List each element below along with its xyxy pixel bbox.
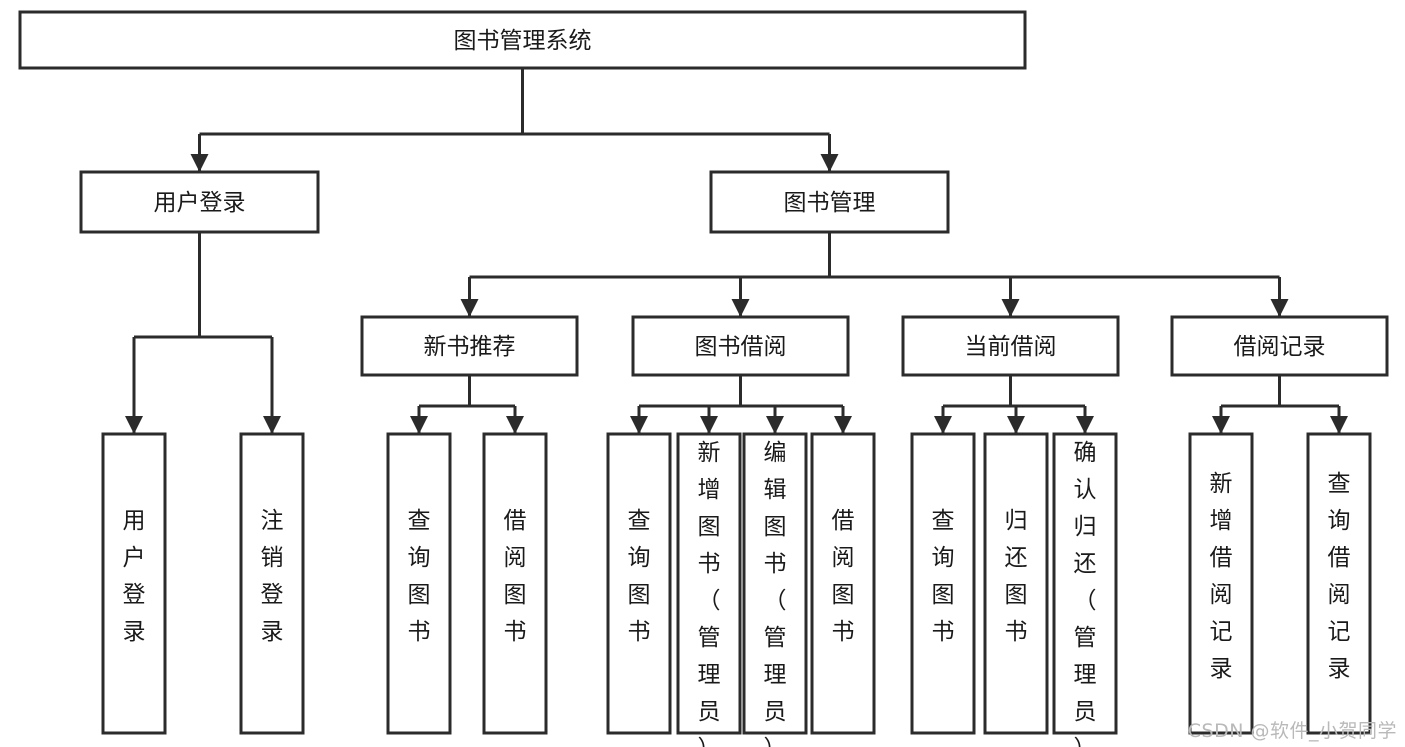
node-leaf-add-book-admin[interactable]: 新增图书（管理员） — [676, 432, 742, 747]
node-box — [901, 315, 1120, 377]
arrow-head — [934, 416, 952, 434]
node-label: 确认归还（管理员） — [1074, 440, 1097, 747]
node-box — [1170, 315, 1389, 377]
node-label: 查询借阅记录 — [1328, 471, 1351, 682]
arrow-head — [1007, 416, 1025, 434]
arrow-head — [1076, 416, 1094, 434]
node-box — [79, 170, 320, 234]
node-label: 归还图书 — [1005, 508, 1028, 645]
node-current-borrow[interactable]: 当前借阅 — [901, 315, 1120, 377]
node-root[interactable]: 图书管理系统 — [18, 10, 1027, 70]
node-leaf-borrow-book-1[interactable]: 借阅图书 — [482, 432, 548, 735]
node-leaf-query-borrow-record[interactable]: 查询借阅记录 — [1306, 432, 1372, 735]
node-label: 借阅记录 — [1234, 334, 1326, 360]
node-box — [1188, 432, 1254, 735]
arrow-head — [1001, 299, 1020, 317]
node-label: 查询图书 — [628, 508, 651, 645]
watermark-label: CSDN @软件_小贺同学 — [1187, 720, 1397, 742]
node-box — [810, 432, 876, 735]
edge-edge-root-level2 — [190, 68, 839, 172]
edge-edge-borrowrecord-leaves — [1212, 375, 1348, 434]
arrow-head — [630, 416, 648, 434]
node-label: 用户登录 — [154, 190, 246, 216]
node-leaf-user-logout[interactable]: 注销登录 — [239, 432, 305, 735]
node-new-book-recommend[interactable]: 新书推荐 — [360, 315, 579, 377]
node-book-borrow[interactable]: 图书借阅 — [631, 315, 850, 377]
arrow-head — [410, 416, 428, 434]
node-box — [360, 315, 579, 377]
node-book-manage[interactable]: 图书管理 — [709, 170, 950, 234]
node-label: 新增借阅记录 — [1210, 471, 1233, 682]
node-box — [18, 10, 1027, 70]
node-leaf-query-book-1[interactable]: 查询图书 — [386, 432, 452, 735]
arrow-head — [700, 416, 718, 434]
node-box — [709, 170, 950, 234]
node-leaf-edit-book-admin[interactable]: 编辑图书（管理员） — [742, 432, 808, 747]
connector-layer — [125, 68, 1348, 434]
node-leaf-add-borrow-record[interactable]: 新增借阅记录 — [1188, 432, 1254, 735]
node-box — [631, 315, 850, 377]
node-leaf-query-book-2[interactable]: 查询图书 — [606, 432, 672, 735]
node-box — [606, 432, 672, 735]
node-box — [742, 432, 808, 735]
node-label: 用户登录 — [123, 508, 146, 645]
node-label: 新书推荐 — [424, 334, 516, 360]
arrow-head — [460, 299, 479, 317]
arrow-head — [820, 154, 839, 172]
edge-edge-bookborrow-leaves — [630, 375, 852, 434]
node-user-login[interactable]: 用户登录 — [79, 170, 320, 234]
arrow-head — [1212, 416, 1230, 434]
node-box — [910, 432, 976, 735]
node-box — [239, 432, 305, 735]
node-borrow-record[interactable]: 借阅记录 — [1170, 315, 1389, 377]
arrow-head — [834, 416, 852, 434]
node-leaf-confirm-return-admin[interactable]: 确认归还（管理员） — [1052, 432, 1118, 747]
node-label: 图书借阅 — [695, 334, 787, 360]
node-label: 图书管理系统 — [454, 28, 592, 54]
arrow-head — [125, 416, 143, 434]
arrow-head — [1330, 416, 1348, 434]
edge-edge-bookmanage-level3 — [460, 232, 1289, 317]
node-leaf-user-login[interactable]: 用户登录 — [101, 432, 167, 735]
node-box — [101, 432, 167, 735]
node-box — [386, 432, 452, 735]
node-leaf-return-book[interactable]: 归还图书 — [983, 432, 1049, 735]
node-label: 当前借阅 — [965, 334, 1057, 360]
node-label: 编辑图书（管理员） — [764, 440, 787, 747]
arrow-head — [766, 416, 784, 434]
node-box — [676, 432, 742, 735]
arrow-head — [731, 299, 750, 317]
node-label: 查询图书 — [932, 508, 955, 645]
arrow-head — [190, 154, 209, 172]
edge-edge-currentborrow-leaves — [934, 375, 1094, 434]
node-box — [482, 432, 548, 735]
node-leaf-borrow-book-2[interactable]: 借阅图书 — [810, 432, 876, 735]
arrow-head — [1270, 299, 1289, 317]
node-label: 注销登录 — [261, 508, 284, 645]
node-box — [983, 432, 1049, 735]
node-label: 借阅图书 — [832, 508, 855, 645]
node-label: 查询图书 — [408, 508, 431, 645]
node-label: 图书管理 — [784, 190, 876, 216]
node-leaf-query-book-3[interactable]: 查询图书 — [910, 432, 976, 735]
edge-edge-newbook-leaves — [410, 375, 524, 434]
arrow-head — [263, 416, 281, 434]
arrow-head — [506, 416, 524, 434]
edge-edge-userlogin-leaves — [125, 232, 281, 434]
node-label: 新增图书（管理员） — [698, 440, 721, 747]
node-label: 借阅图书 — [504, 508, 527, 645]
node-box — [1306, 432, 1372, 735]
node-layer: 图书管理系统用户登录图书管理新书推荐图书借阅当前借阅借阅记录用户登录注销登录查询… — [18, 10, 1389, 747]
node-box — [1052, 432, 1118, 735]
